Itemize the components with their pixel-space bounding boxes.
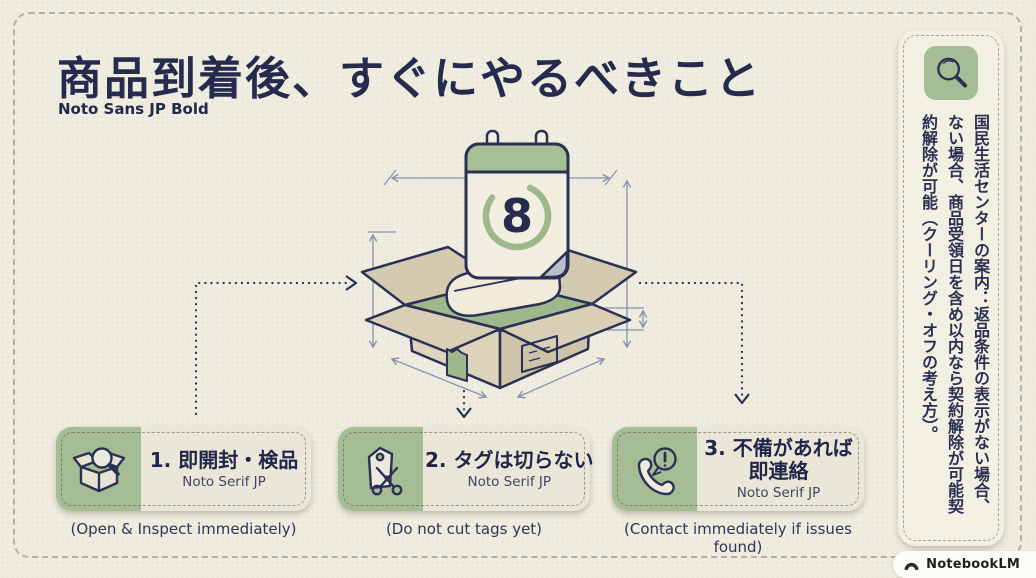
sidebar-vertical-text: 国民生活センターの案内：返品条件の表示がない場合、ない場合、商品受領日を含め以内… — [919, 114, 990, 514]
step-3-font-label: Noto Serif JP — [736, 485, 821, 501]
watermark-label: NotebookLM — [926, 557, 1020, 572]
page-title: 商品到着後、すぐにやるべきこと — [57, 52, 763, 105]
step-1-font-label: Noto Serif JP — [182, 473, 266, 490]
phone-alert-icon — [637, 447, 677, 496]
box-magnifier-icon — [72, 447, 125, 493]
magnifier-icon — [924, 46, 978, 100]
step-card-3: 3. 不備があれば 即連絡 Noto Serif JP — [612, 427, 864, 511]
title-font-label: Noto Sans JP Bold — [58, 100, 209, 118]
sidebar-note: 国民生活センターの案内：返品条件の表示がない場合、ない場合、商品受領日を含め以内… — [898, 30, 1004, 546]
step-3-icon-block — [612, 427, 697, 511]
step-card-2: 2. タグは切らない Noto Serif JP — [338, 427, 594, 511]
step-1-caption: (Open & Inspect immediately) — [70, 520, 297, 538]
step-2-caption: (Do not cut tags yet) — [385, 520, 543, 538]
notebooklm-logo-icon — [904, 562, 919, 570]
calendar-day: 8 — [501, 189, 533, 243]
calendar-icon: 8 — [464, 129, 570, 280]
step-3-caption: (Contact immediately if issues found) — [624, 520, 852, 556]
tag-scissors-icon — [367, 446, 402, 496]
dimension-lines — [368, 169, 648, 399]
step-2-title: 2. タグは切らない — [425, 447, 594, 472]
step-card-1: 1. 即開封・検品 Noto Serif JP — [56, 427, 311, 511]
flow-connectors — [194, 275, 750, 419]
step-2-icon-block — [338, 427, 423, 511]
step-1-title: 1. 即開封・検品 — [149, 447, 299, 472]
step-3-title: 3. 不備があれば — [704, 436, 853, 460]
step-3-title-line2: 即連絡 — [748, 459, 809, 483]
notebooklm-watermark: NotebookLM — [893, 551, 1036, 578]
step-1-icon-block — [56, 427, 141, 511]
step-2-font-label: Noto Serif JP — [467, 473, 552, 490]
